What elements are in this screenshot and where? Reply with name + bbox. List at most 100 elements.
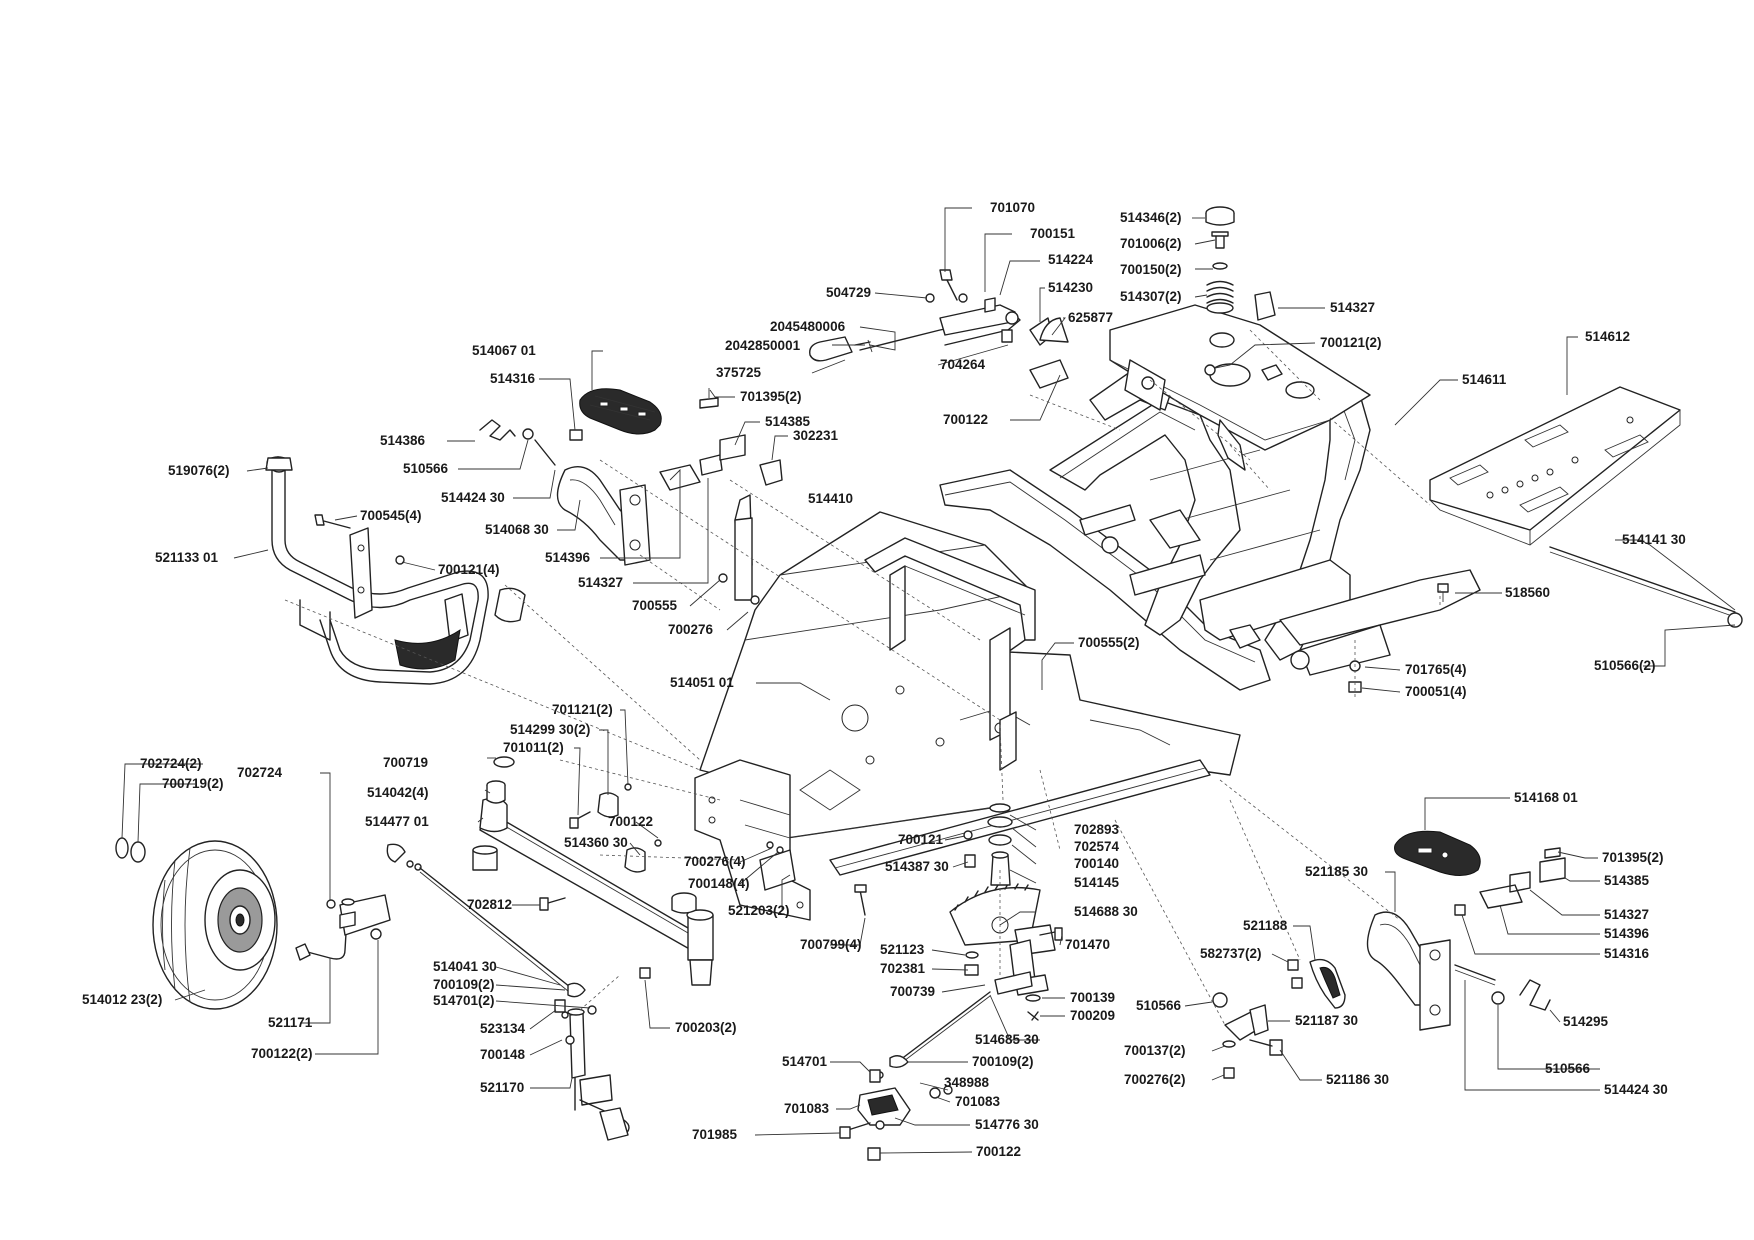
label-700276: 700276 (668, 622, 714, 637)
bolt-518560 (1437, 583, 1449, 602)
label-521170: 521170 (480, 1080, 524, 1095)
label-514612: 514612 (1585, 329, 1630, 344)
label-700719-2: 700719(2) (162, 776, 224, 791)
label-521203-2: 521203(2) (728, 903, 790, 918)
label-302231: 302231 (793, 428, 839, 443)
body-cover (1109, 304, 1371, 471)
label-625877: 625877 (1068, 310, 1113, 325)
label-514141-30: 514141 30 (1622, 532, 1686, 547)
label-514051-01: 514051 01 (670, 675, 734, 690)
label-701470: 701470 (1065, 937, 1110, 952)
label-514360-30: 514360 30 (564, 835, 628, 850)
label-700150-2: 700150(2) (1120, 262, 1182, 277)
label-514346-2: 514346(2) (1120, 210, 1182, 225)
label-514424-30-right: 514424 30 (1604, 1082, 1668, 1097)
label-514295: 514295 (1563, 1014, 1609, 1029)
label-514387-30: 514387 30 (885, 859, 949, 874)
bolt-700545 (319, 519, 351, 529)
label-582737-2: 582737(2) (1200, 946, 1262, 961)
label-700739: 700739 (890, 984, 935, 999)
label-700122-2: 700122(2) (251, 1046, 313, 1061)
label-523134: 523134 (480, 1021, 526, 1036)
label-514316-left: 514316 (490, 371, 536, 386)
label-2045480006: 2045480006 (770, 319, 846, 334)
label-704264: 704264 (940, 357, 986, 372)
switch-514327-top (1254, 291, 1276, 321)
label-514386: 514386 (380, 433, 426, 448)
label-702724: 702724 (237, 765, 283, 780)
label-514068-30: 514068 30 (485, 522, 549, 537)
label-514611: 514611 (1462, 372, 1507, 387)
label-514145: 514145 (1074, 875, 1120, 890)
label-521171: 521171 (268, 1015, 313, 1030)
label-514410: 514410 (808, 491, 853, 506)
label-700148: 700148 (480, 1047, 526, 1062)
label-514396-right: 514396 (1604, 926, 1650, 941)
label-701395-2-left: 701395(2) (740, 389, 802, 404)
label-701395-2-right: 701395(2) (1602, 850, 1664, 865)
front-axle (472, 756, 714, 986)
sector-625877 (1039, 317, 1069, 343)
label-514307-2: 514307(2) (1120, 289, 1182, 304)
label-700555: 700555 (632, 598, 678, 613)
label-514168-01: 514168 01 (1514, 790, 1578, 805)
label-521186-30: 521186 30 (1326, 1072, 1389, 1087)
cap-519076 (265, 457, 293, 471)
label-701011-2: 701011(2) (503, 740, 564, 755)
label-514299-30-2: 514299 30(2) (510, 722, 590, 737)
label-701765-4: 701765(4) (1405, 662, 1467, 677)
label-700122-bottom: 700122 (976, 1144, 1021, 1159)
steering-sector (949, 883, 1056, 996)
label-700122-top: 700122 (943, 412, 988, 427)
label-700051-4: 700051(4) (1405, 684, 1467, 699)
label-700276-4: 700276(4) (684, 854, 746, 869)
label-700121-4: 700121(4) (438, 562, 500, 577)
label-514385-left: 514385 (765, 414, 811, 429)
label-375725: 375725 (716, 365, 762, 380)
label-510566-left: 510566 (403, 461, 449, 476)
label-521187-30: 521187 30 (1295, 1013, 1358, 1028)
label-514316-right: 514316 (1604, 946, 1650, 961)
label-701006-2: 701006(2) (1120, 236, 1182, 251)
label-700719: 700719 (383, 755, 428, 770)
label-701121-2: 701121(2) (552, 702, 613, 717)
label-700148-4: 700148(4) (688, 876, 750, 891)
label-701083-left: 701083 (784, 1101, 830, 1116)
front-wheel (152, 840, 278, 1010)
spring-stack (1205, 206, 1235, 314)
label-514327-right: 514327 (1604, 907, 1649, 922)
pedal-514067 (579, 388, 662, 435)
label-514685-30: 514685 30 (975, 1032, 1039, 1047)
lift-handle (809, 297, 1053, 362)
label-514701-2: 514701(2) (433, 993, 495, 1008)
label-510566-right: 510566 (1545, 1061, 1591, 1076)
label-700799-4: 700799(4) (800, 937, 862, 952)
label-514042-4: 514042(4) (367, 785, 429, 800)
label-514012-23-2: 514012 23(2) (82, 992, 162, 1007)
label-700109-2-left: 700109(2) (433, 977, 495, 992)
label-521123: 521123 (880, 942, 925, 957)
pedal-arm-514068 (556, 466, 651, 566)
label-702724-2: 702724(2) (140, 756, 202, 771)
label-504729: 504729 (826, 285, 871, 300)
label-700545-4: 700545(4) (360, 508, 422, 523)
label-701083-right: 701083 (955, 1094, 1001, 1109)
part-labels: 701070 700151 514224 514230 504729 62587… (82, 200, 1686, 1159)
parts-drawing (115, 206, 1743, 1161)
label-701985: 701985 (692, 1127, 738, 1142)
label-701070: 701070 (990, 200, 1035, 215)
label-2042850001: 2042850001 (725, 338, 801, 353)
leader-lines (121, 207, 1736, 1154)
label-514041-30: 514041 30 (433, 959, 497, 974)
rear-chassis (939, 364, 1481, 691)
label-700209: 700209 (1070, 1008, 1115, 1023)
label-700109-2-mid: 700109(2) (972, 1054, 1034, 1069)
label-700276-2: 700276(2) (1124, 1072, 1186, 1087)
spring-514295 (1519, 979, 1551, 1011)
label-521185-30: 521185 30 (1305, 864, 1368, 879)
label-700203-2: 700203(2) (675, 1020, 737, 1035)
label-700137-2: 700137(2) (1124, 1043, 1186, 1058)
label-514230: 514230 (1048, 280, 1093, 295)
label-521188: 521188 (1243, 918, 1288, 933)
